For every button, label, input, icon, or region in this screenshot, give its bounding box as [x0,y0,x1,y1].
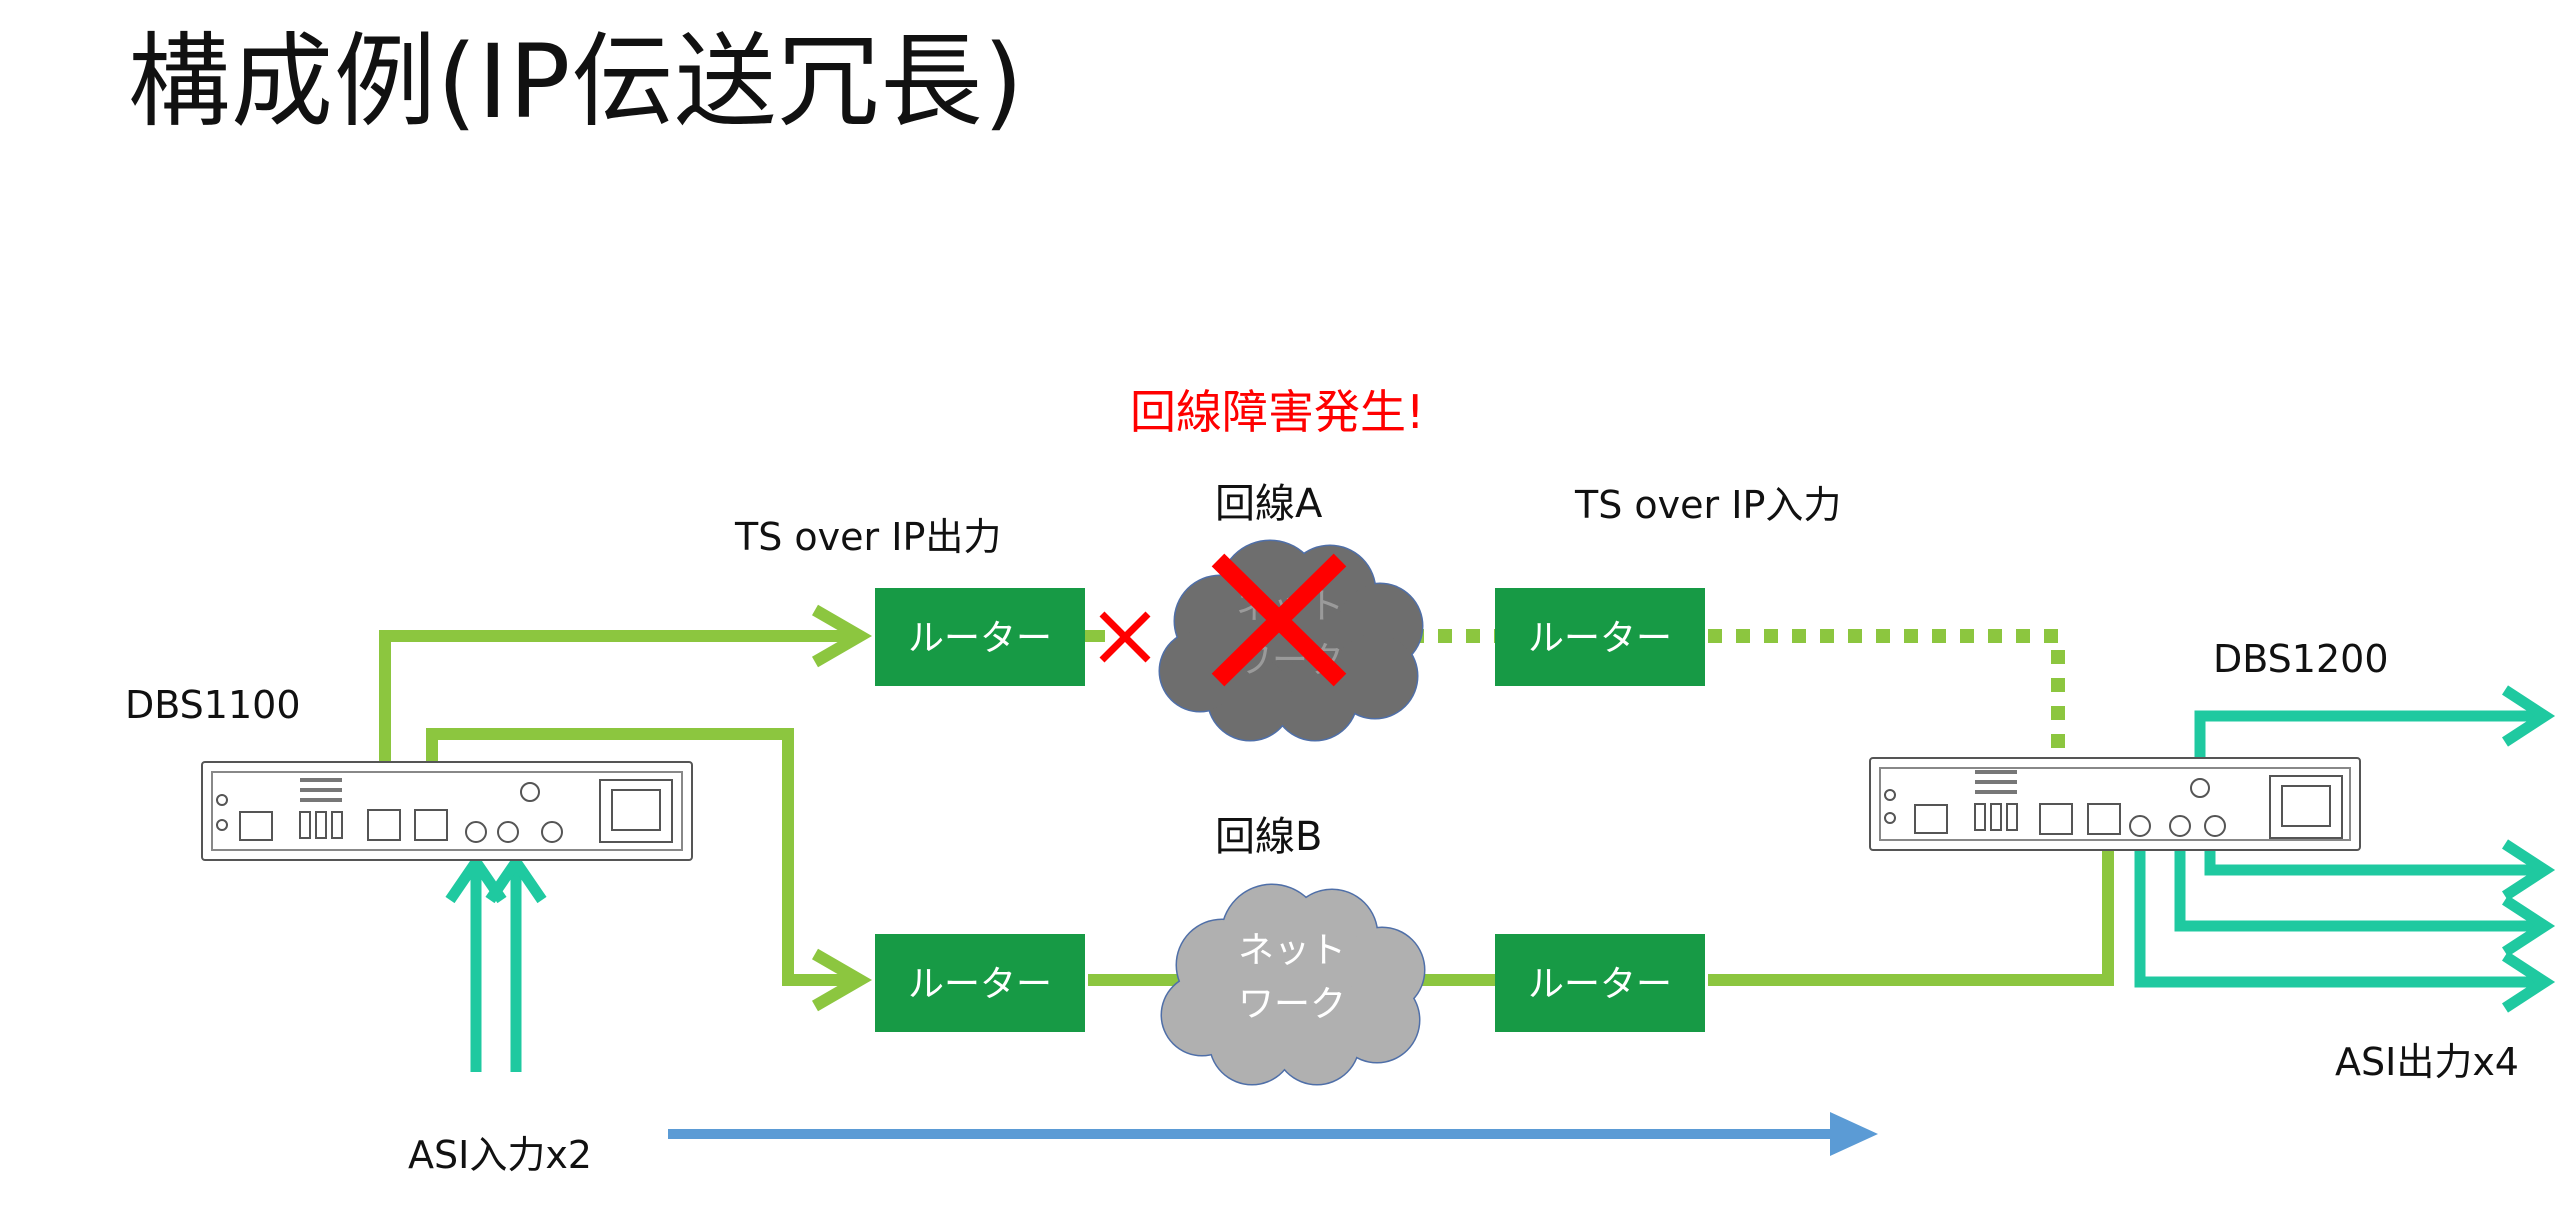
receiver-device-label: DBS1200 [2213,637,2389,681]
router-a-in: ルーター [1495,588,1705,686]
sender-device [201,761,693,861]
page-title: 構成例(IP伝送冗長) [128,23,1025,142]
asi-output-label: ASI出力x4 [2335,1040,2519,1084]
arrow-right-icon [1830,1112,1878,1156]
failure-x-icon [1211,553,1347,687]
ip-lines [379,630,2114,986]
failure-notice: 回線障害発生! [1130,385,1424,439]
router-label: ルーター [1528,964,1672,1005]
ip-line-a-out [379,630,860,808]
ts-over-ip-input-label: TS over IP入力 [1574,483,1841,527]
arrow-right-icon [811,604,872,1012]
network-cloud-b: ネット ワーク [1160,883,1426,1086]
asi-input-lines [445,852,547,1072]
ip-line-b-out [426,728,860,986]
router-b-out: ルーター [875,934,1085,1032]
ip-line-b-in [1708,842,2114,986]
sender-device-label: DBS1100 [125,683,301,727]
line-b-label: 回線B [1215,814,1322,860]
flow-direction-arrow [668,1112,1878,1156]
break-x-icon [1099,611,1151,663]
router-label: ルーター [908,618,1052,659]
ts-over-ip-output-label: TS over IP出力 [734,515,1001,559]
ip-line-a-inactive [1410,629,2065,800]
router-b-in: ルーター [1495,934,1705,1032]
network-label-line1: ネット [1238,930,1346,971]
asi-input-label: ASI入力x2 [408,1133,592,1177]
router-label: ルーター [1528,618,1672,659]
line-a-label: 回線A [1215,481,1323,527]
receiver-device [1869,757,2361,851]
network-label-line2: ワーク [1238,984,1346,1025]
router-label: ルーター [908,964,1052,1005]
asi-output-lines [2134,685,2556,1013]
router-a-out: ルーター [875,588,1085,686]
